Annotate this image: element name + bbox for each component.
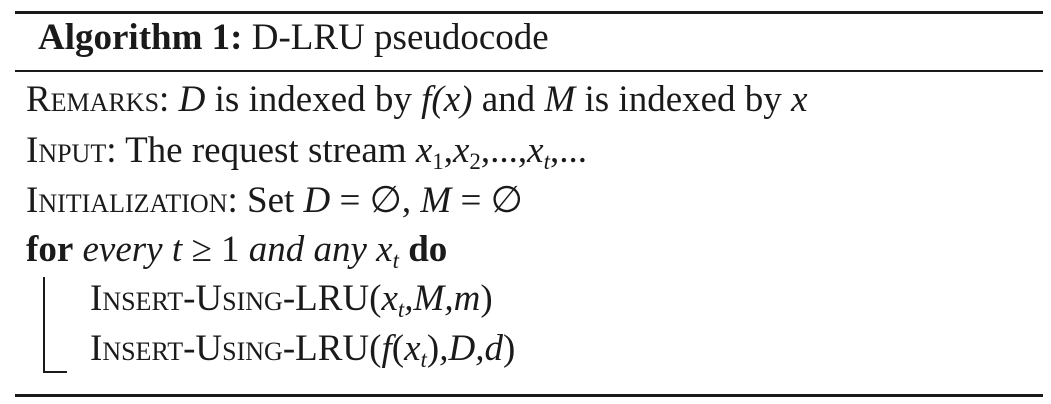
for-cond-2: and any [239,229,377,270]
remarks-fx: f(x) [421,79,473,120]
call-1-args: ,M,m [404,278,481,319]
remarks-line: Remarks: D is indexed by f(x) and M is i… [26,78,808,122]
call-2-paren-open: ( [391,328,405,369]
init-eq-2: = ∅ [451,180,523,221]
call-line-1: Insert-Using-LRU(xt,M,m) [90,277,493,321]
init-d: D [303,180,331,221]
call-2-open: ( [369,328,382,369]
for-x: x [376,229,393,270]
input-sub-1: 1 [432,148,444,174]
algorithm-caption: Algorithm 1: D-LRU pseudocode [38,16,549,60]
input-text: The request stream [116,130,416,171]
input-x2: x [452,130,470,171]
input-sub-2: 2 [469,148,481,174]
call-1-sub: t [397,296,405,322]
remarks-d: D [178,79,206,120]
for-one: 1 [220,229,240,270]
call-2-sub: t [420,346,427,372]
do-keyword: do [398,229,448,270]
bottom-rule [15,394,1043,397]
algorithm-title: D-LRU pseudocode [251,17,549,58]
call-2-close: ) [502,328,516,369]
caption-rule [15,70,1043,72]
remarks-keyword: Remarks: [26,79,170,120]
init-line: Initialization: Set D = ∅, M = ∅ [26,179,523,223]
input-x1: x [415,130,433,171]
input-comma: , [443,130,453,171]
init-keyword: Initialization: [26,180,238,221]
remarks-m: M [544,79,576,120]
call-2-args: ,D,d [439,328,503,369]
input-tail: ,... [549,130,587,171]
input-keyword: Input: [26,130,117,171]
algorithm-label: Algorithm 1: [38,17,243,58]
for-line: for every t ≥ 1 and any xt do [26,228,447,272]
call-2-paren-close: ) [426,328,440,369]
call-2-f: f [381,328,392,369]
input-ellipsis: ,..., [480,130,528,171]
call-1-open: ( [369,278,382,319]
call-2-name: Insert-Using-LRU [90,328,370,369]
for-sub-t: t [392,247,399,273]
call-2-x: x [404,328,421,369]
remarks-text-1: is indexed by [205,79,422,120]
remarks-text-3: is indexed by [575,79,792,120]
input-line: Input: The request stream x1,x2,...,xt,.… [26,129,587,173]
for-cond-1: every t ≥ [73,229,221,270]
init-text: Set [237,180,304,221]
loop-body-bar [43,277,45,373]
call-1-x: x [381,278,398,319]
loop-body-foot [43,371,67,373]
input-xt: x [527,130,544,171]
init-eq-1: = ∅, [330,180,421,221]
input-sub-t: t [543,148,550,174]
call-1-close: ) [480,278,493,319]
call-line-2: Insert-Using-LRU(f(xt),D,d) [90,327,515,371]
remarks-text-2: and [472,79,545,120]
call-1-name: Insert-Using-LRU [90,278,370,319]
for-keyword: for [26,229,74,270]
init-m: M [420,180,452,221]
top-rule [15,11,1043,14]
remarks-x: x [791,79,808,120]
